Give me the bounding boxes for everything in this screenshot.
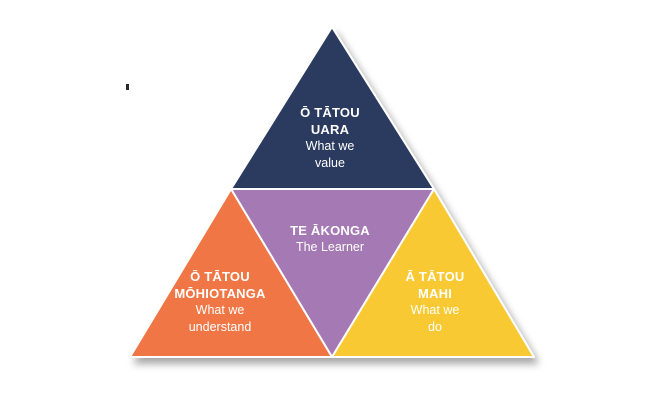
right-section-label: Ā TĀTOU MAHI What we do	[380, 268, 490, 336]
top-sub-line2: value	[315, 156, 345, 170]
top-title-line2: UARA	[310, 122, 350, 137]
left-title-line1: Ō TĀTOU	[190, 269, 250, 284]
left-section-label: Ō TĀTOU MŌHIOTANGA What we understand	[160, 268, 280, 336]
right-sub-line1: What we	[410, 303, 460, 317]
top-section-label: Ō TĀTOU UARA What we value	[270, 104, 390, 172]
middle-title-line1: TE ĀKONGA	[290, 223, 370, 238]
stray-mark	[126, 84, 129, 90]
middle-section-label: TE ĀKONGA The Learner	[255, 222, 405, 256]
left-sub-line1: What we	[195, 303, 245, 317]
middle-sub-line1: The Learner	[295, 240, 365, 254]
right-title-line1: Ā TĀTOU	[405, 269, 465, 284]
right-title-line2: MAHI	[417, 286, 453, 301]
left-sub-line2: understand	[188, 320, 252, 334]
right-triangle	[331, 188, 535, 358]
top-sub-line1: What we	[305, 139, 355, 153]
right-sub-line2: do	[428, 320, 442, 334]
top-title-line1: Ō TĀTOU	[300, 105, 360, 120]
left-triangle	[129, 188, 333, 358]
left-title-line2: MŌHIOTANGA	[174, 286, 266, 301]
